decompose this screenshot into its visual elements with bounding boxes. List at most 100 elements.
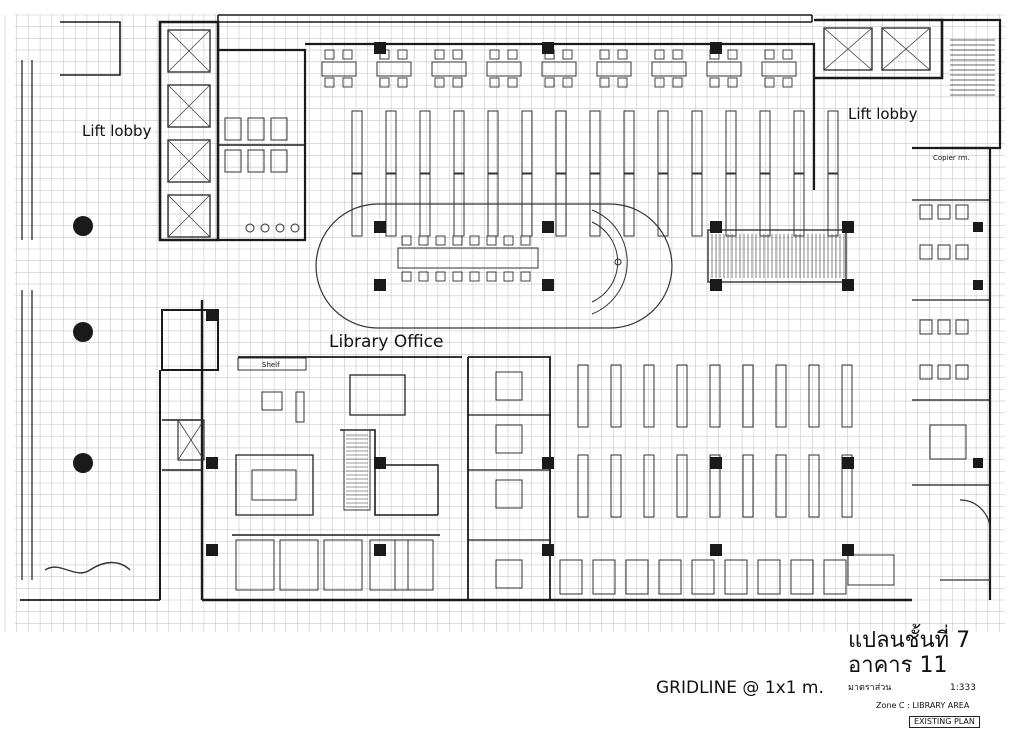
lift-cross	[177, 419, 205, 461]
book-stack	[577, 454, 589, 518]
carrel	[955, 319, 969, 335]
wash-basin	[290, 223, 300, 233]
reading-table	[658, 559, 682, 595]
copier-room-label: Copier rm.	[933, 154, 970, 162]
round-column	[73, 322, 93, 342]
book-stack	[521, 173, 533, 237]
lift-lobby-left-label: Lift lobby	[82, 122, 152, 140]
book-stack	[691, 173, 703, 237]
wash-basin	[260, 223, 270, 233]
chair	[764, 49, 775, 60]
chair	[452, 49, 463, 60]
chair	[342, 49, 353, 60]
column	[374, 42, 386, 54]
column	[973, 222, 983, 232]
book-stack	[775, 364, 787, 428]
carrel	[937, 204, 951, 220]
west-facade-lines	[21, 60, 33, 580]
walls	[20, 14, 1002, 602]
reading-table	[596, 61, 632, 77]
chair	[617, 49, 628, 60]
carrel	[919, 364, 933, 380]
chair	[507, 49, 518, 60]
north-facade	[218, 14, 812, 23]
north-library-wall	[305, 42, 816, 190]
column	[842, 457, 854, 469]
chair	[520, 235, 531, 246]
wash-basin	[275, 223, 285, 233]
chair	[379, 77, 390, 88]
chair	[435, 271, 446, 282]
book-stack	[676, 364, 688, 428]
lift-car	[167, 84, 211, 128]
curved-service-desk	[591, 209, 628, 315]
scale-label: มาตราส่วน	[848, 683, 892, 693]
column	[710, 42, 722, 54]
lift-cross	[167, 194, 211, 238]
lift-car	[167, 139, 211, 183]
chair	[727, 49, 738, 60]
round-column	[73, 453, 93, 473]
book-stack	[643, 364, 655, 428]
lift-core-right	[814, 18, 944, 80]
column	[973, 280, 983, 290]
cubicle-dividers	[468, 414, 550, 541]
book-stack	[487, 110, 499, 174]
chair	[342, 77, 353, 88]
east-room-dividers	[912, 199, 990, 486]
curved-counter	[940, 499, 991, 581]
small-stair-left	[60, 21, 121, 76]
book-stack	[808, 454, 820, 518]
carrel	[955, 244, 969, 260]
column	[542, 457, 554, 469]
lift-car	[881, 27, 931, 71]
chair	[324, 49, 335, 60]
wavy-feature	[44, 561, 131, 574]
lift-cross	[881, 27, 931, 71]
book-stack	[841, 364, 853, 428]
toilet-cubicle	[270, 117, 288, 141]
chair	[727, 77, 738, 88]
reading-table	[376, 61, 412, 77]
zone-label: Zone C : LIBRARY AREA	[876, 701, 970, 710]
carrel	[919, 204, 933, 220]
book-stack	[775, 454, 787, 518]
west-room	[161, 309, 219, 371]
chair	[434, 77, 445, 88]
chair	[617, 77, 628, 88]
reading-table	[592, 559, 616, 595]
chair	[503, 271, 514, 282]
book-stack	[657, 173, 669, 237]
book-stack	[385, 110, 397, 174]
column	[710, 221, 722, 233]
book-stack	[419, 173, 431, 237]
reading-table	[559, 559, 583, 595]
book-stack	[589, 110, 601, 174]
group-table	[929, 424, 967, 460]
reading-table	[823, 559, 847, 595]
lift-car	[167, 29, 211, 73]
cubicle-desk	[495, 371, 523, 401]
book-stack	[808, 364, 820, 428]
stair-core-right	[942, 18, 1002, 150]
column	[842, 221, 854, 233]
carrel	[955, 204, 969, 220]
reading-table	[431, 61, 467, 77]
group-table	[847, 554, 895, 586]
long-study-table	[397, 247, 539, 269]
reading-table	[651, 61, 687, 77]
book-stack	[657, 110, 669, 174]
lift-cross	[167, 139, 211, 183]
chair	[489, 77, 500, 88]
book-stack	[521, 110, 533, 174]
column	[710, 457, 722, 469]
scale-value: 1:333	[950, 683, 976, 693]
reading-table	[321, 61, 357, 77]
book-stack	[827, 173, 839, 237]
column	[206, 544, 218, 556]
cubicle-desk	[495, 559, 523, 589]
book-stack	[643, 454, 655, 518]
chair	[469, 271, 480, 282]
chair	[401, 271, 412, 282]
office-core-room	[375, 464, 439, 515]
